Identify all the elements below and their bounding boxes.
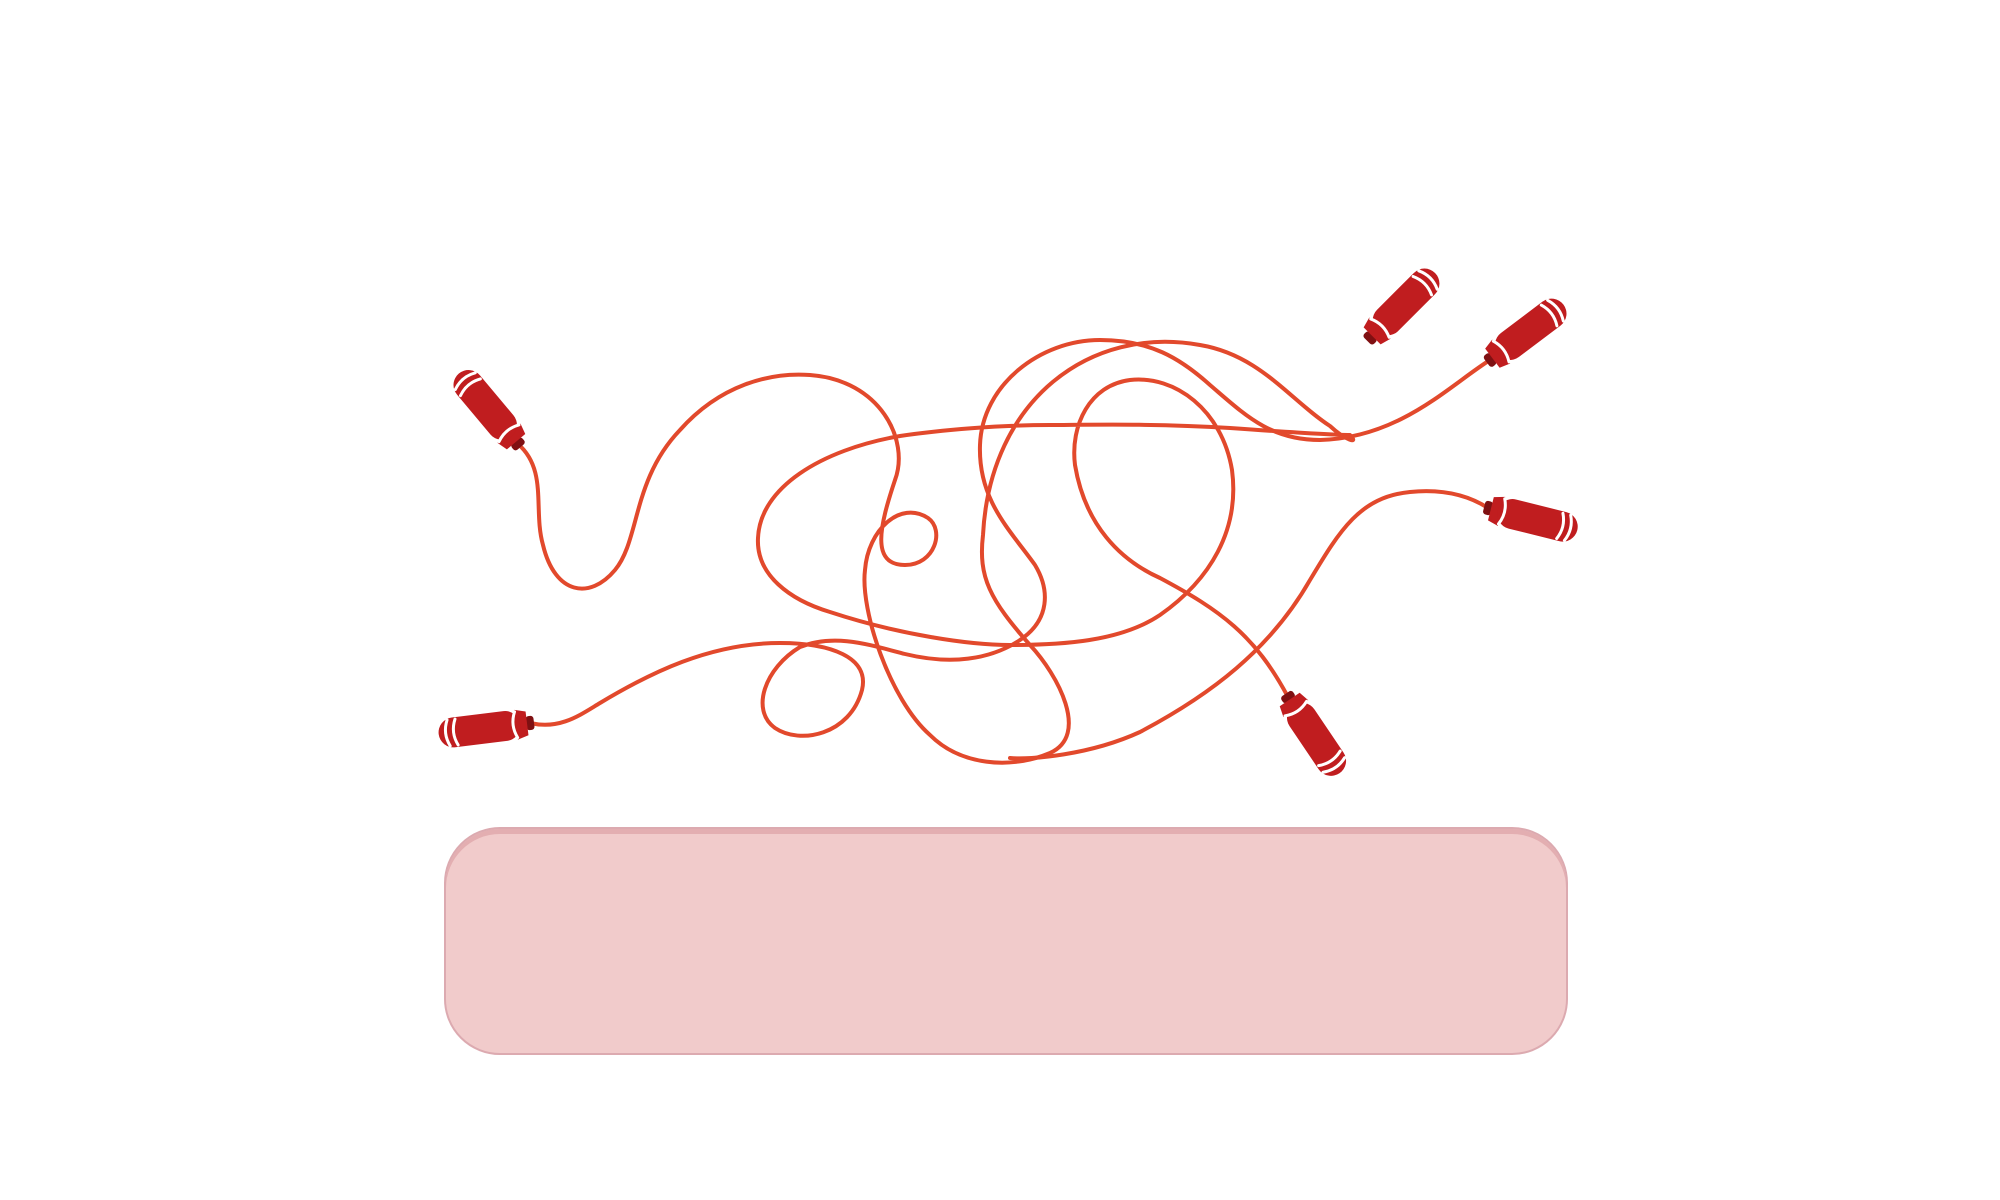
handle-stripe: [1555, 511, 1566, 541]
handle-stripe: [453, 371, 477, 392]
handle-grip: [1494, 298, 1567, 360]
handle-knob: [1281, 690, 1295, 704]
handle-knob: [511, 437, 525, 451]
handle-grip: [1286, 702, 1347, 776]
rope-a: [516, 339, 1356, 765]
handle-stripe: [1411, 274, 1434, 297]
jump-rope-handle-icon[interactable]: [1478, 293, 1573, 375]
jump-rope-handle-icon[interactable]: [447, 364, 532, 457]
handles-layer: [437, 262, 1580, 781]
jump-rope-handle-icon[interactable]: [1357, 262, 1446, 351]
handle-stripe: [1283, 699, 1309, 718]
rope-b: [528, 338, 1492, 738]
handle-stripe: [451, 717, 460, 747]
rope-c: [1008, 489, 1490, 761]
handle-grip: [453, 370, 517, 440]
handle-collar: [1485, 339, 1511, 368]
handle-stripe: [443, 718, 452, 748]
handle-stripe: [1417, 269, 1439, 291]
answer-panel[interactable]: [444, 827, 1568, 1055]
handle-knob: [525, 715, 535, 731]
handle-stripe: [458, 377, 482, 398]
handle-grip: [1372, 268, 1440, 336]
handle-grip: [438, 711, 521, 748]
handle-knob: [1363, 331, 1377, 345]
handle-stripe: [1491, 339, 1511, 364]
handle-grip: [1497, 499, 1578, 542]
handle-collar: [1279, 692, 1309, 717]
jump-rope-handle-icon[interactable]: [1480, 492, 1580, 544]
handle-collar: [497, 423, 526, 450]
handle-stripe: [1317, 749, 1342, 768]
handle-stripe: [1539, 303, 1559, 328]
handle-stripe: [1321, 756, 1347, 774]
jump-rope-handle-icon[interactable]: [437, 708, 536, 749]
handle-stripe: [1496, 497, 1507, 526]
handle-stripe: [1562, 513, 1573, 542]
handle-collar: [1488, 496, 1506, 526]
handle-knob: [1483, 353, 1497, 367]
handle-stripe: [511, 710, 520, 740]
handle-stripe: [1546, 298, 1565, 323]
handle-collar: [1363, 317, 1391, 345]
handle-stripe: [1369, 317, 1391, 339]
handle-stripe: [497, 423, 521, 444]
jump-rope-handle-icon[interactable]: [1273, 685, 1352, 781]
